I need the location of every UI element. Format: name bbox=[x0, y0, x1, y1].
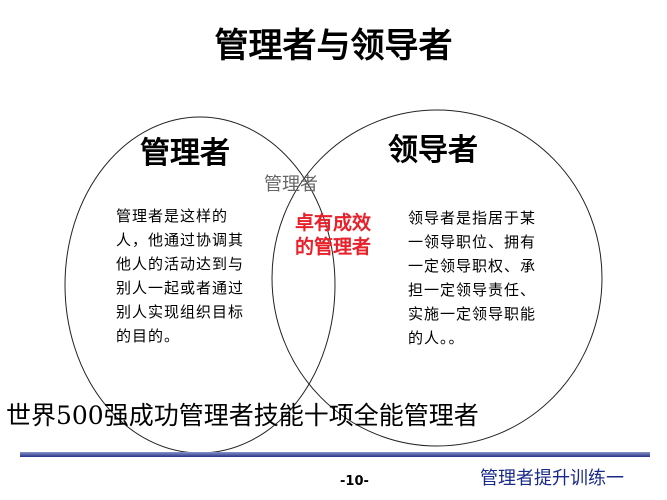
manager-heading: 管理者 bbox=[140, 136, 230, 171]
leader-heading: 领导者 bbox=[388, 133, 478, 168]
watermark-text: 世界500强成功管理者技能十项全能管理者 bbox=[6, 401, 479, 430]
effective-manager-label: 卓有成效的管理者 bbox=[294, 212, 371, 258]
slide-title: 管理者与领导者 bbox=[214, 26, 453, 66]
page-number: -10- bbox=[340, 474, 369, 489]
manager-definition: 管理者是这样的人，他通过协调其他人的活动达到与别人一起或者通过别人实现组织目标的… bbox=[116, 207, 245, 345]
intersection-label: 管理者 bbox=[264, 174, 318, 195]
right-circle bbox=[271, 109, 603, 447]
course-title: 管理者提升训练一 bbox=[480, 468, 624, 489]
leader-definition: 领导者是指居于某一领导职位、拥有一定领导职权、承担一定领导责任、实施一定领导职能… bbox=[408, 209, 537, 347]
footer-divider bbox=[20, 452, 650, 457]
